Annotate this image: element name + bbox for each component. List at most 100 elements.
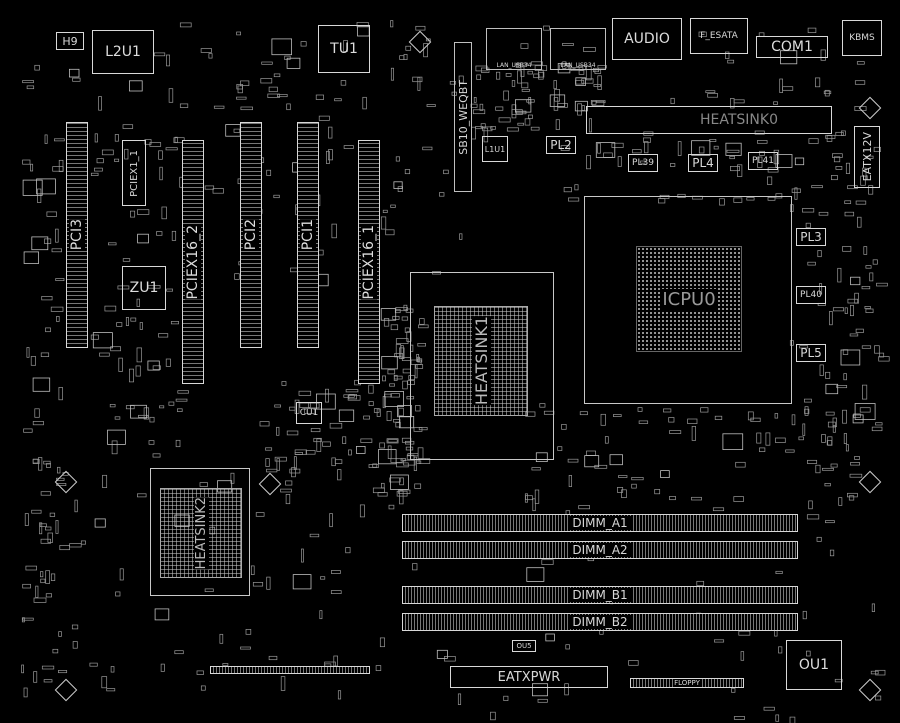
pci3-label: PCI3: [69, 219, 85, 251]
passive-component: [677, 193, 686, 198]
passive-component: [643, 137, 651, 143]
passive-component: [52, 648, 59, 654]
passive-component: [713, 145, 719, 150]
pl2-label: PL2: [550, 138, 572, 152]
passive-component: [520, 43, 529, 49]
passive-component: [835, 166, 843, 170]
passive-component: [320, 576, 326, 580]
ic-component: [92, 332, 113, 349]
passive-component: [138, 414, 149, 418]
passive-component: [654, 489, 661, 495]
passive-component: [729, 155, 735, 160]
cpu-label: ICPU0: [662, 288, 716, 310]
passive-component: [286, 430, 299, 436]
passive-component: [802, 208, 815, 213]
passive-component: [268, 655, 278, 661]
passive-component: [845, 444, 849, 452]
passive-component: [583, 47, 596, 52]
heatsink2-bga: HEATSINK2: [160, 488, 242, 578]
eatxpwr-label: EATXPWR: [497, 669, 561, 685]
passive-component: [826, 440, 833, 446]
passive-component: [382, 375, 386, 382]
pl3-choke: PL3: [796, 228, 826, 246]
lan-usb-port-1: LAN_USB34: [486, 28, 542, 70]
passive-component: [405, 440, 415, 445]
passive-component: [273, 73, 281, 78]
passive-component: [750, 417, 761, 422]
passive-component: [631, 477, 644, 481]
passive-component: [414, 364, 418, 379]
passive-component: [621, 489, 627, 498]
passive-component: [156, 231, 163, 236]
passive-component: [62, 472, 69, 476]
passive-component: [52, 166, 64, 172]
passive-component: [531, 61, 543, 66]
passive-component: [276, 426, 280, 436]
passive-component: [59, 545, 70, 551]
passive-component: [449, 81, 456, 85]
passive-component: [842, 246, 852, 252]
passive-component: [387, 439, 398, 443]
passive-component: [30, 356, 36, 366]
passive-component: [55, 278, 65, 281]
passive-component: [791, 188, 801, 193]
passive-component: [390, 20, 394, 28]
passive-component: [731, 687, 736, 693]
pl5-label: PL5: [800, 346, 822, 360]
passive-component: [565, 644, 570, 650]
ic-component: [515, 99, 532, 113]
passive-component: [37, 188, 42, 203]
passive-component: [816, 536, 822, 542]
passive-component: [309, 533, 320, 538]
passive-component: [861, 345, 872, 349]
passive-component: [414, 483, 422, 489]
passive-component: [746, 197, 755, 201]
passive-component: [563, 187, 572, 193]
passive-component: [481, 67, 490, 73]
passive-component: [632, 149, 642, 154]
passive-component: [404, 169, 411, 175]
passive-component: [125, 317, 129, 326]
passive-component: [670, 163, 676, 167]
passive-component: [276, 458, 280, 471]
passive-component: [196, 670, 204, 675]
ic-component: [850, 276, 861, 286]
passive-component: [342, 436, 347, 444]
passive-component: [521, 82, 529, 89]
passive-component: [568, 197, 580, 202]
passive-component: [368, 384, 374, 394]
passive-component: [825, 371, 831, 379]
passive-component: [102, 474, 108, 488]
passive-component: [200, 48, 212, 53]
ic-component: [722, 433, 744, 450]
passive-component: [265, 447, 273, 451]
passive-component: [482, 126, 493, 132]
passive-component: [528, 97, 532, 105]
passive-component: [842, 349, 849, 355]
passive-component: [99, 352, 110, 357]
pciex16-2-label: PCIEX16_2: [185, 224, 201, 300]
passive-component: [416, 356, 420, 362]
passive-component: [475, 65, 488, 72]
passive-component: [147, 285, 161, 289]
passive-component: [308, 402, 320, 409]
passive-component: [408, 375, 415, 381]
passive-component: [698, 31, 707, 38]
passive-component: [707, 93, 718, 98]
passive-component: [588, 118, 592, 133]
passive-component: [47, 532, 53, 543]
passive-component: [849, 333, 859, 337]
passive-component: [539, 403, 546, 408]
passive-component: [331, 570, 341, 574]
passive-component: [49, 512, 56, 517]
passive-component: [853, 413, 861, 418]
passive-component: [611, 142, 624, 148]
passive-component: [39, 522, 43, 535]
passive-component: [417, 343, 426, 347]
passive-component: [114, 134, 119, 142]
passive-component: [294, 449, 307, 455]
passive-component: [791, 414, 796, 426]
passive-component: [139, 322, 143, 330]
ic-component: [660, 470, 670, 479]
